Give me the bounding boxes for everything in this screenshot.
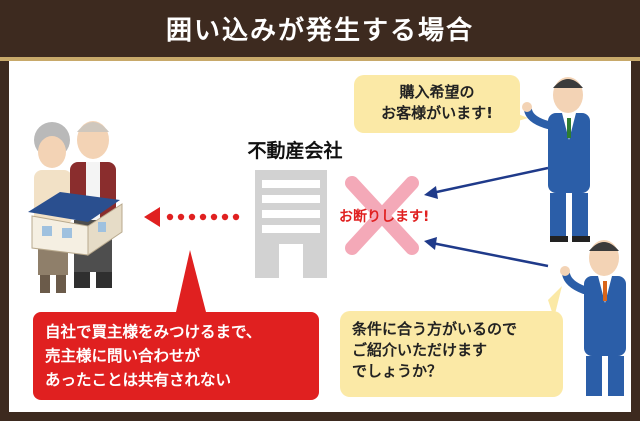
seller-couple-illustration [28, 121, 123, 293]
businessman-illustration-bottom [560, 240, 626, 396]
warning-box-tail [176, 250, 206, 312]
bubble-bottom-line: ご紹介いただけます [352, 341, 488, 359]
warning-line: 売主様に問い合わせが [45, 347, 201, 365]
office-building-icon [255, 170, 327, 278]
header-rule [0, 57, 640, 61]
bubble-bottom-tail [548, 286, 562, 318]
house-icon [28, 192, 123, 256]
refusal-label: お断りします! [339, 209, 430, 225]
buyer-speech-bubble-bottom: 条件に合う方がいるので ご紹介いただけます でしょうか？ [340, 311, 563, 397]
bubble-top-line: お客様がいます! [381, 104, 493, 122]
bubble-top-line: 購入希望の [399, 83, 475, 101]
businessman-illustration-top [522, 77, 590, 242]
warning-line: 自社で買主様をみつけるまで、 [45, 323, 262, 341]
warning-box: 自社で買主様をみつけるまで、 売主様に問い合わせが あったことは共有されない [33, 312, 319, 400]
buyer-speech-bubble-top: 購入希望の お客様がいます! [354, 75, 520, 133]
bubble-bottom-line: 条件に合う方がいるので [352, 320, 518, 338]
cross-mark-icon [345, 176, 419, 255]
page-title: 囲い込みが発生する場合 [0, 0, 640, 57]
bubble-bottom-line: でしょうか？ [352, 362, 443, 380]
real-estate-company-label: 不動産会社 [247, 140, 343, 162]
inquiry-arrows [424, 166, 549, 268]
info-blocked-arrow [144, 207, 240, 227]
warning-line: あったことは共有されない [45, 371, 232, 389]
